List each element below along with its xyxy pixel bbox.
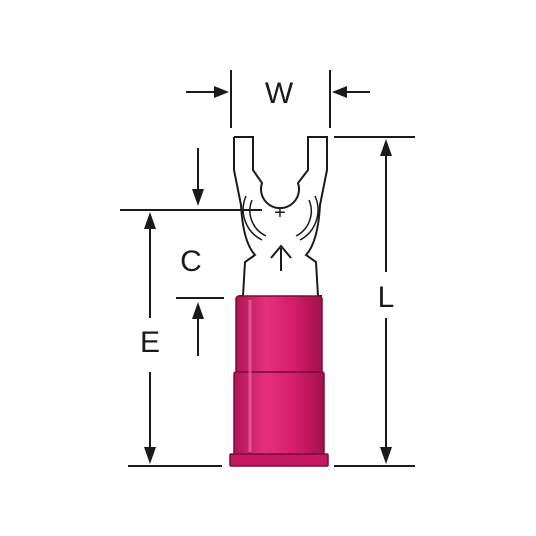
e-arrow-top — [144, 212, 156, 229]
e-label: E — [140, 326, 160, 359]
insulation-barrel-flange — [229, 453, 329, 467]
w-label: W — [265, 77, 294, 110]
fork-arrow-head — [270, 244, 292, 259]
hole-arc-right-outer — [299, 195, 319, 241]
insulation-barrel-lower — [233, 371, 325, 457]
l-label: L — [378, 281, 395, 314]
l-arrow-top — [380, 139, 392, 156]
hole-arc-left-inner — [249, 199, 267, 237]
c-arrow-bottom-head — [192, 302, 204, 319]
spade-fork-outline — [233, 136, 328, 297]
hole-arc-right-inner — [295, 199, 312, 237]
hole-arc-left-outer — [242, 195, 263, 241]
w-arrow-left-head — [214, 86, 229, 98]
e-arrow-bottom — [144, 447, 156, 464]
c-label: C — [180, 245, 202, 278]
stud-center-marker: + — [274, 202, 286, 224]
l-arrow-bottom — [380, 447, 392, 464]
c-arrow-top-head — [192, 189, 204, 206]
w-arrow-right-head — [332, 86, 347, 98]
